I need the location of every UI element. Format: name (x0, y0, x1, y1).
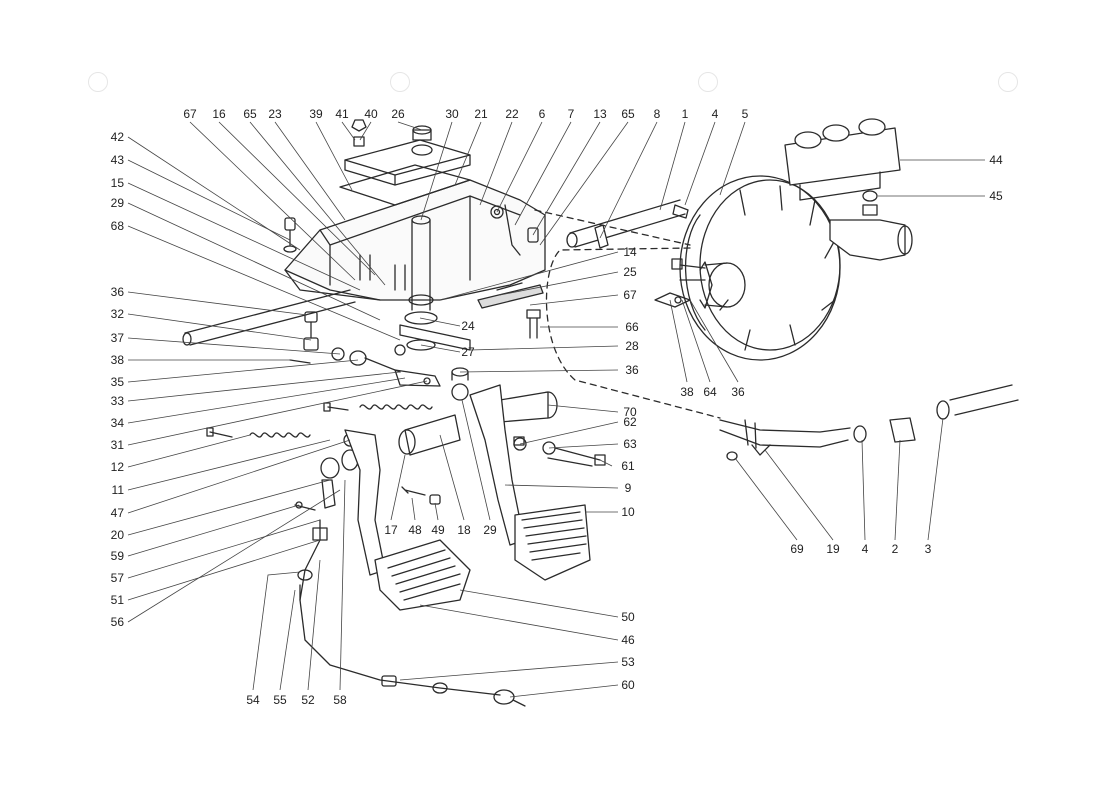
callout-label: 29 (110, 196, 124, 210)
callout-label: 47 (110, 506, 124, 520)
callout-label: 15 (110, 176, 124, 190)
callout-label: 11 (111, 483, 124, 497)
callout-label: 68 (110, 219, 124, 233)
callout-label: 60 (621, 678, 635, 692)
push-rod (182, 289, 356, 346)
callout-label: 23 (268, 107, 282, 121)
callout-label: 29 (483, 523, 497, 537)
callout-label: 70 (623, 405, 637, 419)
callout-label: 28 (625, 339, 639, 353)
callout-label: 69 (790, 542, 804, 556)
callout-label: 17 (384, 523, 398, 537)
bolts-misc (294, 309, 593, 511)
callout-label: 38 (110, 353, 124, 367)
brake-servo (654, 175, 841, 361)
callout-label: 48 (408, 523, 422, 537)
callout-label: 5 (741, 107, 749, 121)
callout-label: 27 (461, 345, 475, 359)
callout-label: 1 (681, 107, 689, 121)
callout-label: 51 (110, 593, 124, 607)
master-cylinder-rod (566, 199, 689, 249)
callout-label: 55 (273, 693, 287, 707)
leader-lines (127, 121, 985, 698)
callout-label: 36 (731, 385, 745, 399)
callout-label: 40 (364, 107, 378, 121)
callout-label: 30 (445, 107, 459, 121)
fasteners-left (283, 217, 441, 387)
callout-label: 61 (621, 459, 635, 473)
punch-hole (88, 72, 108, 92)
callout-label: 66 (625, 320, 639, 334)
callout-label: 19 (826, 542, 840, 556)
callout-label: 54 (246, 693, 260, 707)
callout-label: 44 (989, 153, 1003, 167)
callout-label: 24 (461, 319, 475, 333)
callout-label: 6 (538, 107, 546, 121)
return-springs (206, 402, 433, 438)
callout-label: 8 (653, 107, 661, 121)
clutch-cable (297, 479, 526, 707)
cover-plate (339, 119, 471, 206)
callout-label: 50 (621, 610, 635, 624)
callout-label: 67 (183, 107, 197, 121)
callout-label: 46 (621, 633, 635, 647)
callout-label: 59 (110, 549, 124, 563)
callout-label: 36 (625, 363, 639, 377)
callout-label: 52 (301, 693, 315, 707)
callout-label: 34 (110, 416, 124, 430)
callout-label: 4 (711, 107, 719, 121)
callout-label: 20 (110, 528, 124, 542)
callout-label: 57 (110, 571, 124, 585)
callout-label: 16 (212, 107, 226, 121)
callout-label: 33 (110, 394, 124, 408)
callout-label: 21 (474, 107, 488, 121)
clutch-pedal (344, 429, 471, 611)
fluid-reservoir (784, 118, 913, 261)
callout-label: 25 (623, 265, 637, 279)
callout-label: 58 (333, 693, 347, 707)
callout-label: 35 (110, 375, 124, 389)
callout-label: 65 (621, 107, 635, 121)
brake-pedal (469, 384, 591, 581)
callout-label: 37 (110, 331, 124, 345)
callout-label: 14 (623, 245, 637, 259)
callout-label: 32 (110, 307, 124, 321)
callout-label: 4 (861, 542, 869, 556)
pedal-pivot-bushes (320, 367, 606, 479)
callout-label: 7 (567, 107, 575, 121)
callout-label: 53 (621, 655, 635, 669)
callout-label: 39 (309, 107, 323, 121)
vacuum-hose (719, 384, 1019, 461)
callout-label: 62 (623, 415, 637, 429)
callout-label: 26 (391, 107, 405, 121)
callout-label: 18 (457, 523, 471, 537)
callout-label: 2 (891, 542, 899, 556)
callout-label: 65 (243, 107, 257, 121)
callout-label: 31 (110, 438, 124, 452)
callout-label: 10 (621, 505, 635, 519)
callout-label: 12 (110, 460, 124, 474)
callout-label: 45 (989, 189, 1003, 203)
callout-label: 63 (623, 437, 637, 451)
callout-label: 38 (680, 385, 694, 399)
bracket-plate (477, 282, 544, 309)
callout-label: 49 (431, 523, 445, 537)
callout-label: 22 (505, 107, 519, 121)
callout-label: 13 (593, 107, 607, 121)
callout-label: 64 (703, 385, 717, 399)
callout-label: 67 (623, 288, 637, 302)
callout-label: 41 (335, 107, 349, 121)
callout-label: 9 (624, 481, 632, 495)
punch-hole (390, 72, 410, 92)
punch-hole (998, 72, 1018, 92)
callout-label: 3 (924, 542, 932, 556)
callout-label: 56 (110, 615, 124, 629)
punch-hole (698, 72, 718, 92)
callout-label: 43 (110, 153, 124, 167)
callout-label: 42 (110, 130, 124, 144)
callout-label: 36 (110, 285, 124, 299)
